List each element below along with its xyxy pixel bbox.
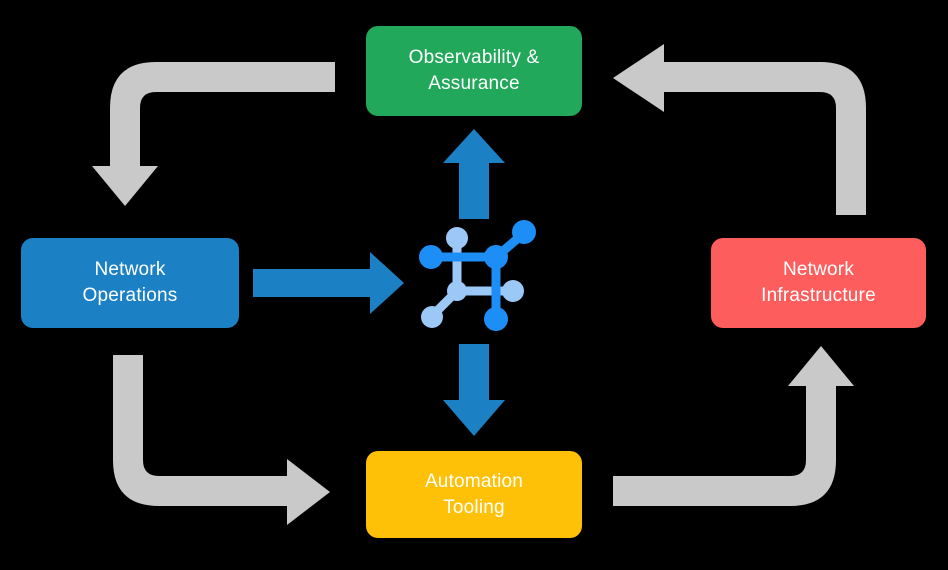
arrow-center-to-observability bbox=[443, 129, 505, 219]
box-observability-assurance[interactable]: Observability & Assurance bbox=[366, 26, 582, 116]
network-topology-icon bbox=[419, 220, 536, 331]
arrow-center-to-automation bbox=[443, 344, 505, 436]
box-operations-label: Network Operations bbox=[82, 259, 178, 306]
box-infrastructure-label: Network Infrastructure bbox=[761, 259, 876, 306]
arrow-automation-to-infrastructure bbox=[613, 346, 854, 506]
arrow-operations-to-center bbox=[253, 252, 404, 314]
box-observability-label: Observability & Assurance bbox=[408, 47, 540, 94]
arrow-observability-to-operations bbox=[92, 62, 335, 206]
box-automation-tooling[interactable]: Automation Tooling bbox=[366, 451, 582, 538]
box-network-operations[interactable]: Network Operations bbox=[21, 238, 239, 328]
arrow-infrastructure-to-observability-elbow bbox=[613, 44, 866, 215]
box-network-infrastructure[interactable]: Network Infrastructure bbox=[711, 238, 926, 328]
box-automation-label: Automation Tooling bbox=[424, 470, 524, 518]
arrow-operations-to-automation bbox=[113, 355, 330, 525]
